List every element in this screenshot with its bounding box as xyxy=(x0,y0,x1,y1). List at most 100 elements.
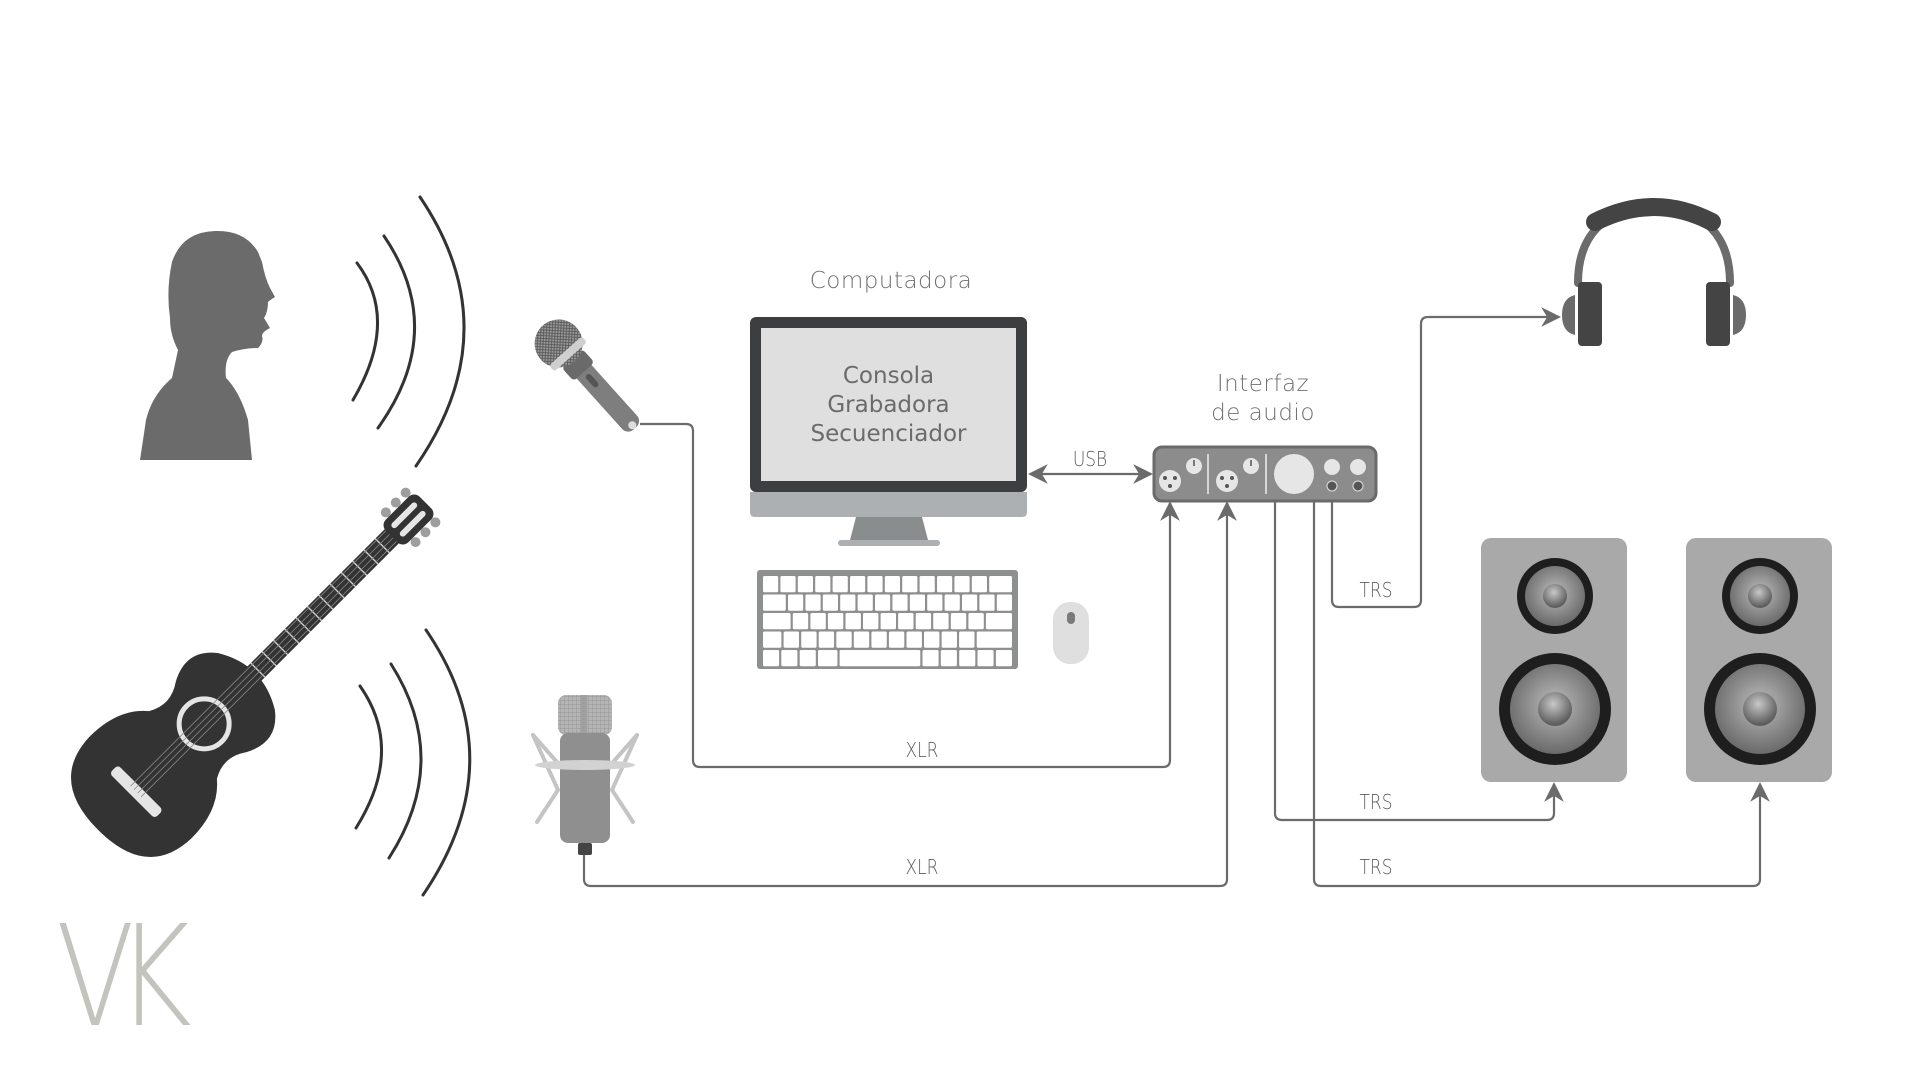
keyboard-key xyxy=(836,631,852,648)
keyboard-key xyxy=(962,594,978,611)
mouse-icon xyxy=(1053,602,1089,664)
keyboard-key xyxy=(985,613,1012,630)
keyboard-key xyxy=(788,594,804,611)
keyboard-key xyxy=(880,613,896,630)
trs-cable-speaker-right xyxy=(1312,501,1770,888)
trs-cable-label-speaker-left: TRS xyxy=(1359,790,1393,814)
keyboard-key xyxy=(941,631,957,648)
keyboard-key xyxy=(915,613,932,630)
xlr-cable-dynamic-mic xyxy=(640,422,1180,769)
keyboard-key xyxy=(906,631,922,648)
keyboard-key xyxy=(940,650,957,667)
keyboard-key xyxy=(763,650,780,667)
keyboard-key xyxy=(763,576,779,593)
keyboard-key xyxy=(968,613,984,630)
xlr-cable-condenser-mic xyxy=(582,501,1237,888)
keyboard-key xyxy=(979,594,995,611)
xlr-cable-label-dynamic: XLR xyxy=(905,738,939,762)
keyboard-key xyxy=(922,650,939,667)
xlr-cable-label-condenser: XLR xyxy=(905,855,939,879)
keyboard-key xyxy=(954,576,970,593)
keyboard-key xyxy=(933,613,949,630)
audio-interface-icon xyxy=(1152,445,1378,503)
trs-cable-speaker-left xyxy=(1273,501,1564,822)
computer-monitor-icon xyxy=(750,317,1027,546)
trs-cable-headphones xyxy=(1330,307,1561,609)
sound-waves-guitar-icon xyxy=(354,628,472,897)
keyboard-key xyxy=(797,576,813,593)
usb-cable-label: USB xyxy=(1072,447,1108,471)
trs-cable-label-headphones: TRS xyxy=(1359,578,1393,602)
keyboard-key xyxy=(839,650,921,667)
keyboard-key xyxy=(909,594,925,611)
interface-label-line2: de audio xyxy=(1211,400,1315,426)
keyboard-key xyxy=(853,631,870,648)
interface-label-line1: Interfaz xyxy=(1216,371,1310,397)
keyboard-key xyxy=(875,594,891,611)
sound-waves-voice-icon xyxy=(351,195,466,468)
keyboard-key xyxy=(763,631,782,648)
keyboard-key xyxy=(781,650,798,667)
keyboard-key xyxy=(902,576,918,593)
keyboard-key xyxy=(944,594,960,611)
keyboard-key xyxy=(924,631,940,648)
keyboard-key xyxy=(850,576,866,593)
keyboard-key xyxy=(995,650,1012,667)
keyboard-key xyxy=(989,576,1012,593)
headphones-icon xyxy=(1562,198,1746,346)
keyboard-key xyxy=(827,613,844,630)
keyboard-key xyxy=(884,576,900,593)
keyboard-key xyxy=(996,594,1012,611)
keyboard-key xyxy=(976,631,1012,648)
keyboard-key xyxy=(857,594,873,611)
keyboard-key xyxy=(898,613,914,630)
condenser-microphone-icon xyxy=(531,695,639,855)
gain-knob-1 xyxy=(1186,458,1202,474)
keyboard-key xyxy=(832,576,848,593)
keyboard-key xyxy=(805,594,821,611)
keyboard-key xyxy=(822,594,838,611)
keyboard-key xyxy=(780,576,796,593)
singer-silhouette-icon xyxy=(140,230,275,460)
keyboard-key xyxy=(763,594,786,611)
keyboard-key xyxy=(818,631,835,648)
keyboard-key xyxy=(937,576,953,593)
screen-line-sequencer: Secuenciador xyxy=(810,421,967,447)
xlr-input-1 xyxy=(1159,470,1181,492)
gain-knob-2 xyxy=(1243,458,1259,474)
keyboard-key xyxy=(867,576,883,593)
volume-knob xyxy=(1274,454,1314,494)
speaker-right-icon xyxy=(1686,538,1832,782)
keyboard-key xyxy=(919,576,935,593)
keyboard-key xyxy=(810,613,826,630)
keyboard-key xyxy=(845,613,861,630)
keyboard-key xyxy=(801,631,817,648)
keyboard-key xyxy=(783,631,799,648)
keyboard-key xyxy=(950,613,967,630)
keyboard-key xyxy=(959,631,975,648)
keyboard-key xyxy=(863,613,879,630)
keyboard-key xyxy=(871,631,887,648)
keyboard-key xyxy=(892,594,908,611)
keyboard-key xyxy=(959,650,976,667)
keyboard-key xyxy=(971,576,987,593)
screen-line-console: Consola xyxy=(842,363,935,389)
keyboard-key xyxy=(792,613,809,630)
screen-line-recorder: Grabadora xyxy=(827,392,950,418)
computer-label: Computadora xyxy=(809,268,973,294)
keyboard-key xyxy=(840,594,856,611)
trs-cable-label-speaker-right: TRS xyxy=(1359,855,1393,879)
vk-logo: VK xyxy=(56,896,192,1059)
speaker-left-icon xyxy=(1481,538,1627,782)
xlr-input-2 xyxy=(1216,470,1238,492)
keyboard-key xyxy=(888,631,905,648)
computer-screen-text: Consola Grabadora Secuenciador xyxy=(766,333,1011,478)
dynamic-microphone-icon xyxy=(534,319,640,432)
acoustic-guitar-icon xyxy=(71,487,441,857)
keyboard-key xyxy=(977,650,994,667)
keyboard-key xyxy=(927,594,943,611)
keyboard-icon xyxy=(757,570,1018,669)
cables xyxy=(582,307,1770,888)
